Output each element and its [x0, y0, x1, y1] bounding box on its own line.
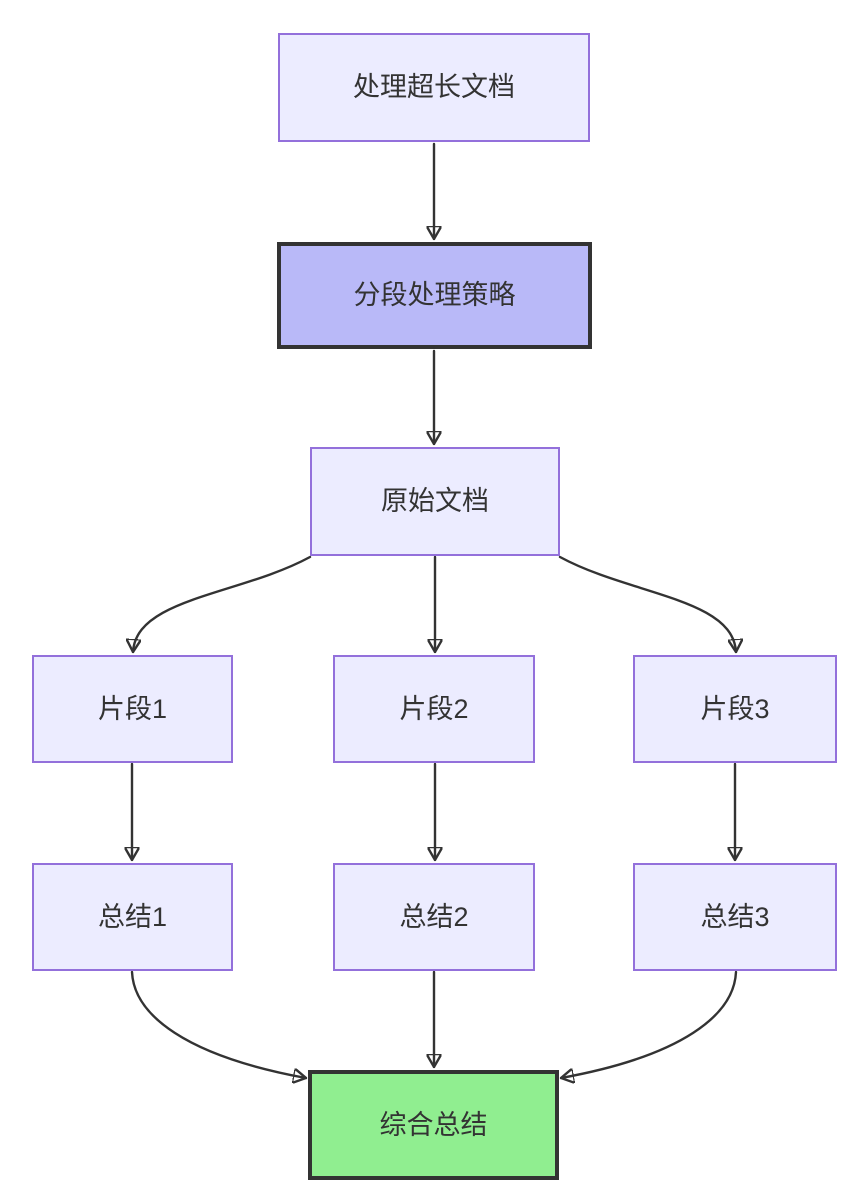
node-final-summary: 综合总结 [308, 1070, 559, 1180]
edge-origdoc-to-frag3 [558, 555, 736, 652]
node-summary-3: 总结3 [633, 863, 837, 971]
edge-sum3-to-final [561, 970, 738, 1078]
node-fragment-1: 片段1 [32, 655, 233, 763]
node-summary-2-label: 总结2 [399, 901, 469, 932]
node-segment-strategy-label: 分段处理策略 [353, 280, 516, 310]
node-fragment-1-label: 片段1 [97, 693, 168, 724]
node-final-summary-label: 综合总结 [379, 1109, 488, 1140]
node-process-long-doc: 处理超长文档 [278, 33, 590, 142]
node-summary-3-label: 总结3 [700, 901, 770, 932]
node-original-doc: 原始文档 [310, 447, 560, 556]
node-summary-2: 总结2 [333, 863, 535, 971]
node-fragment-3-label: 片段3 [700, 693, 770, 724]
node-fragment-2: 片段2 [333, 655, 535, 763]
node-summary-1-label: 总结1 [97, 901, 168, 932]
edge-origdoc-to-frag1 [133, 555, 312, 652]
edge-sum1-to-final [130, 970, 306, 1078]
node-segment-strategy: 分段处理策略 [277, 242, 592, 349]
node-summary-1: 总结1 [32, 863, 233, 971]
node-fragment-3: 片段3 [633, 655, 837, 763]
node-original-doc-label: 原始文档 [381, 486, 489, 516]
node-fragment-2-label: 片段2 [399, 693, 469, 724]
node-process-long-doc-label: 处理超长文档 [353, 72, 515, 102]
